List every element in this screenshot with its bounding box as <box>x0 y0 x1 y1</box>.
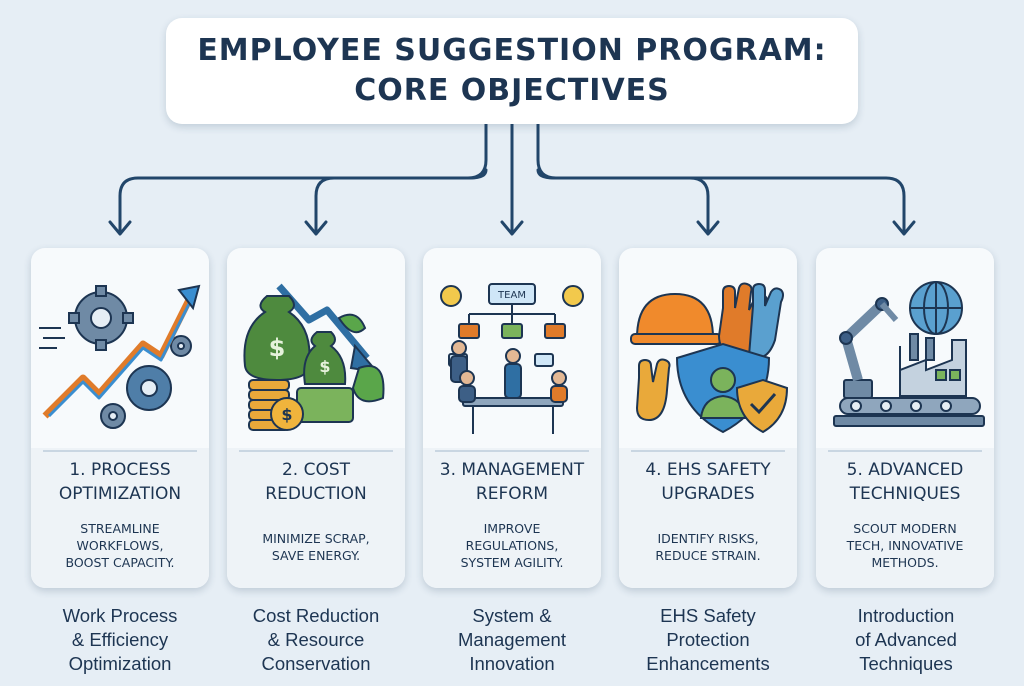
card-title: 1. PROCESS OPTIMIZATION <box>35 458 205 506</box>
card-description: SCOUT MODERN TECH, INNOVATIVE METHODS. <box>822 520 988 571</box>
caption-line-3: Enhancements <box>646 653 770 674</box>
money-bags-leaf-icon: $ $ $ <box>243 283 385 431</box>
card-desc-line-2: WORKFLOWS, <box>76 538 164 553</box>
caption-line-3: Techniques <box>859 653 953 674</box>
card-text-panel <box>31 448 209 588</box>
team-meeting-org-chart-icon: TEAM <box>440 283 584 434</box>
card-title-line-2: UPGRADES <box>661 484 755 504</box>
caption-line-3: Innovation <box>469 653 555 674</box>
card-title: 4. EHS SAFETY UPGRADES <box>623 458 793 506</box>
card-title-line-1: 1. PROCESS <box>69 460 171 480</box>
divider <box>435 450 589 452</box>
caption-line-2: Protection <box>666 629 750 650</box>
divider <box>43 450 197 452</box>
caption-4: EHS Safety Protection Enhancements <box>608 604 808 676</box>
svg-text:$: $ <box>269 334 286 362</box>
card-desc-line-2: TECH, INNOVATIVE <box>846 538 964 553</box>
objective-card-3: TEAM 3. MANAGEMENT REFORM IMPROVE REGULA… <box>423 248 601 588</box>
caption-2: Cost Reduction & Resource Conservation <box>216 604 416 676</box>
arrowhead-4 <box>696 220 720 236</box>
caption-line-1: Work Process <box>62 605 178 626</box>
card-description: IMPROVE REGULATIONS, SYSTEM AGILITY. <box>429 520 595 571</box>
svg-text:$: $ <box>319 357 330 376</box>
card-title-line-2: OPTIMIZATION <box>58 484 182 504</box>
card-text-panel <box>816 448 994 588</box>
card-title-line-2: TECHNIQUES <box>849 484 961 504</box>
caption-line-2: & Efficiency <box>71 629 169 650</box>
card-title: 2. COST REDUCTION <box>231 458 401 506</box>
caption-line-2: of Advanced <box>855 629 957 650</box>
caption-line-1: EHS Safety <box>660 605 756 626</box>
caption-line-1: System & <box>472 605 552 626</box>
svg-text:$: $ <box>281 405 292 424</box>
objective-card-1: 1. PROCESS OPTIMIZATION STREAMLINE WORKF… <box>31 248 209 588</box>
card-desc-line-1: MINIMIZE SCRAP, <box>262 531 370 546</box>
objective-card-2: $ $ $ 2. COST REDUCTION MINIMIZE SCRAP, … <box>227 248 405 588</box>
card-title-line-1: 5. ADVANCED <box>846 460 964 480</box>
hardhat-gloves-shield-icon <box>630 282 789 434</box>
card-title-line-1: 2. COST <box>281 460 351 480</box>
caption-line-3: Optimization <box>68 653 172 674</box>
card-text-panel <box>227 448 405 588</box>
page-title-line-2: CORE OBJECTIVES <box>354 73 670 108</box>
arrowhead-5 <box>892 220 916 236</box>
divider <box>239 450 393 452</box>
connector-to-card-5 <box>536 168 906 234</box>
caption-line-1: Introduction <box>857 605 955 626</box>
card-desc-line-1: SCOUT MODERN <box>853 521 957 536</box>
card-title-line-2: REFORM <box>475 484 549 504</box>
card-desc-line-1: STREAMLINE <box>80 521 160 536</box>
card-title: 5. ADVANCED TECHNIQUES <box>820 458 990 506</box>
card-desc-line-3: METHODS. <box>871 555 939 570</box>
card-text-panel <box>619 448 797 588</box>
card-description: STREAMLINE WORKFLOWS, BOOST CAPACITY. <box>37 520 203 571</box>
card-desc-line-2: SAVE ENERGY. <box>271 548 361 563</box>
connector-to-card-1 <box>118 168 488 234</box>
arrowhead-2 <box>304 220 328 236</box>
card-desc-line-3: BOOST CAPACITY. <box>65 555 175 570</box>
arrowhead-1 <box>108 220 132 236</box>
objective-card-5: 5. ADVANCED TECHNIQUES SCOUT MODERN TECH… <box>816 248 994 588</box>
card-title-line-1: 3. MANAGEMENT <box>439 460 585 480</box>
caption-5: Introduction of Advanced Techniques <box>806 604 1006 676</box>
caption-1: Work Process & Efficiency Optimization <box>20 604 220 676</box>
gears-growth-arrow-icon <box>39 284 201 429</box>
card-desc-line-3: SYSTEM AGILITY. <box>460 555 564 570</box>
card-description: MINIMIZE SCRAP, SAVE ENERGY. <box>233 530 399 564</box>
caption-3: System & Management Innovation <box>412 604 612 676</box>
robot-arm-factory-globe-icon <box>833 281 985 427</box>
caption-line-2: Management <box>458 629 566 650</box>
divider <box>828 450 982 452</box>
team-label: TEAM <box>497 290 526 301</box>
card-title-line-1: 4. EHS SAFETY <box>645 460 771 480</box>
card-desc-line-1: IDENTIFY RISKS, <box>657 531 759 546</box>
divider <box>631 450 785 452</box>
arrowhead-3 <box>500 220 524 236</box>
page-title-line-1: EMPLOYEE SUGGESTION PROGRAM: <box>197 33 827 68</box>
card-desc-line-2: REGULATIONS, <box>465 538 559 553</box>
caption-line-1: Cost Reduction <box>252 605 380 626</box>
card-description: IDENTIFY RISKS, REDUCE STRAIN. <box>625 530 791 564</box>
card-desc-line-1: IMPROVE <box>483 521 541 536</box>
objective-card-4: 4. EHS SAFETY UPGRADES IDENTIFY RISKS, R… <box>619 248 797 588</box>
title-box: EMPLOYEE SUGGESTION PROGRAM: CORE OBJECT… <box>166 18 858 124</box>
caption-line-3: Conservation <box>261 653 371 674</box>
caption-line-2: & Resource <box>267 629 365 650</box>
card-text-panel <box>423 448 601 588</box>
card-title: 3. MANAGEMENT REFORM <box>427 458 597 506</box>
card-desc-line-2: REDUCE STRAIN. <box>655 548 761 563</box>
card-title-line-2: REDUCTION <box>265 484 367 504</box>
